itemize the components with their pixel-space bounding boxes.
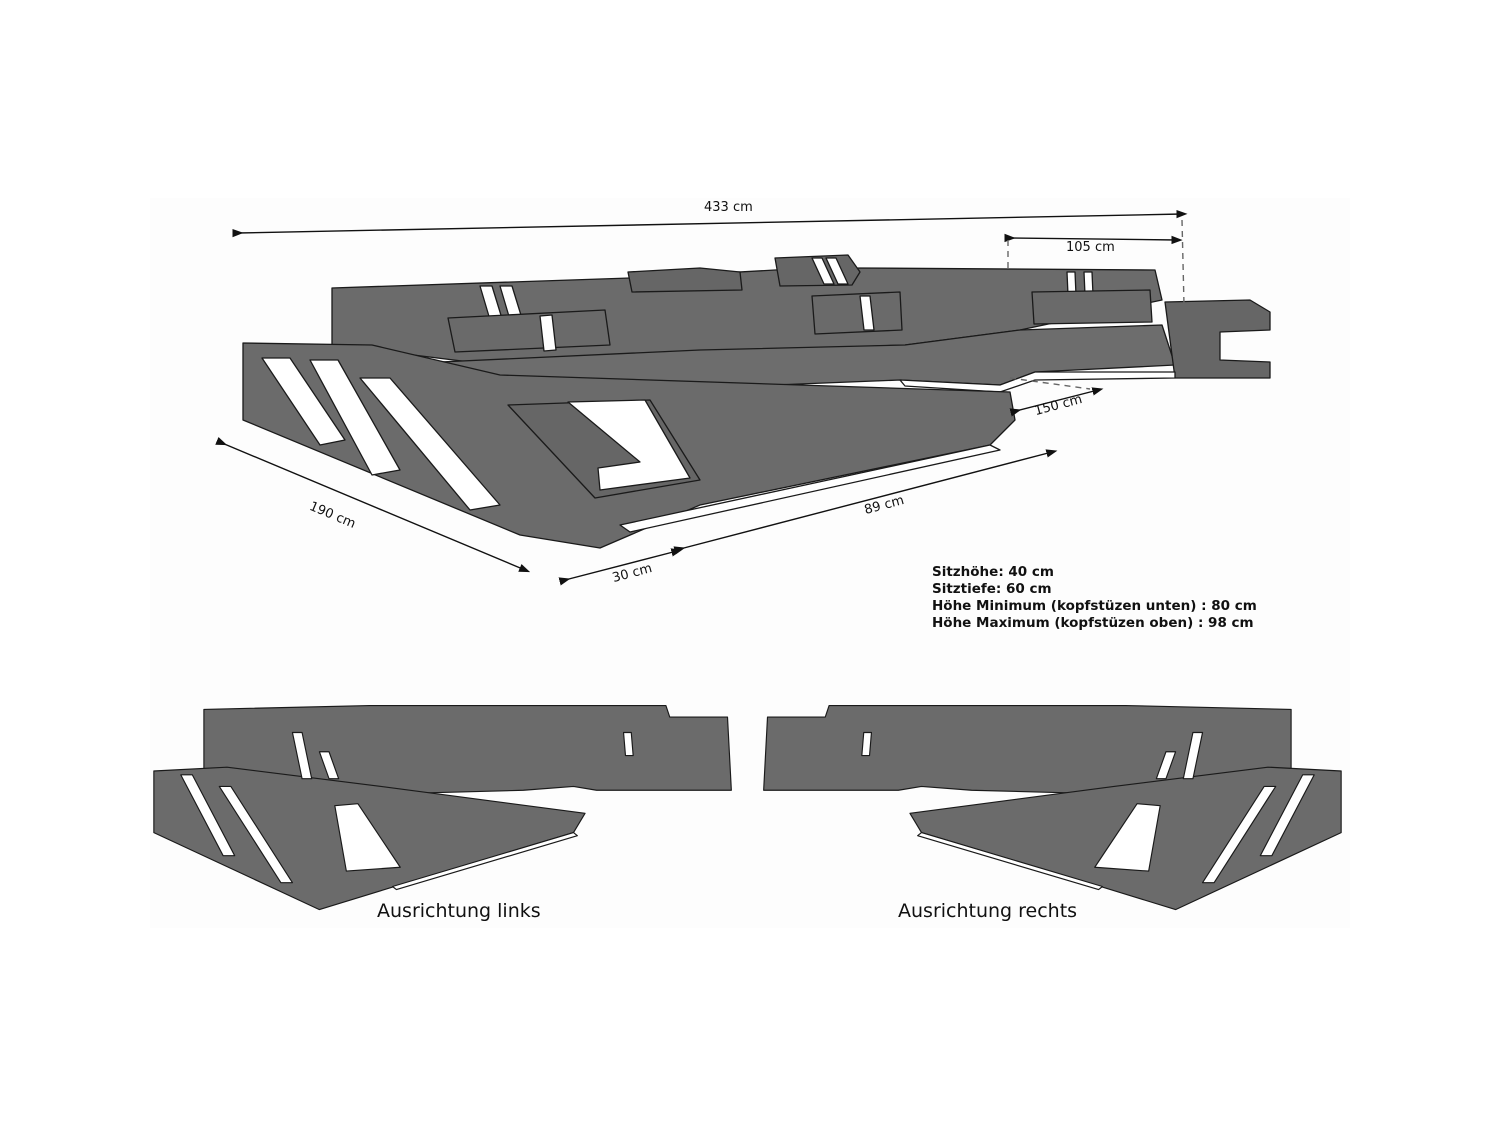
spec-seat-height: Sitzhöhe: 40 cm [932, 564, 1054, 580]
caption-left-orientation: Ausrichtung links [377, 900, 541, 922]
dim-line-105 [1004, 233, 1183, 245]
dim-label-right-width: 105 cm [1066, 240, 1115, 255]
dim-label-total-width: 433 cm [704, 200, 753, 215]
dim-line-30 [558, 548, 683, 586]
variant-left-drawing [153, 704, 732, 911]
dim-line-433 [232, 209, 1188, 238]
dim-line-89 [673, 449, 1058, 555]
spec-height-min: Höhe Minimum (kopfstüzen unten) : 80 cm [932, 598, 1257, 614]
spec-seat-depth: Sitztiefe: 60 cm [932, 581, 1052, 597]
dim-line-190 [215, 436, 531, 573]
dim-line-150 [1009, 387, 1104, 417]
spec-height-max: Höhe Maximum (kopfstüzen oben) : 98 cm [932, 615, 1254, 631]
variant-right-drawing [763, 704, 1342, 911]
caption-right-orientation: Ausrichtung rechts [898, 900, 1078, 922]
spec-list: Sitzhöhe: 40 cm Sitztiefe: 60 cm Höhe Mi… [932, 564, 1257, 632]
